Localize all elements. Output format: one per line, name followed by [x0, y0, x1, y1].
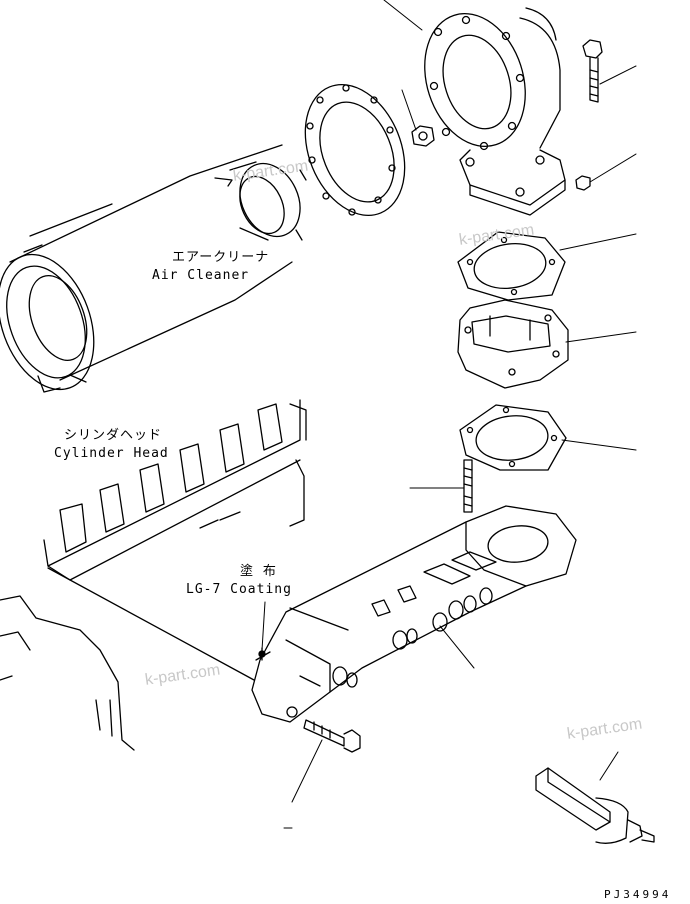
coating-label-en: LG-7 Coating: [186, 582, 292, 597]
flange-nut: [411, 125, 435, 147]
socket-tool: [535, 767, 655, 844]
air-cleaner-label-en: Air Cleaner: [152, 268, 250, 283]
flange-gasket: [304, 83, 406, 217]
coating-mark: [258, 650, 266, 658]
cylinder-head-label-jp: シリンダヘッド: [64, 428, 163, 443]
exhaust-elbow: [424, 7, 566, 216]
small-nut: [575, 175, 591, 191]
exhaust-manifold: [251, 505, 577, 723]
drawing-code: PJ34994: [604, 888, 672, 901]
leader-lines: [261, 0, 637, 829]
coating-label-jp: 塗 布: [240, 564, 277, 579]
lower-gasket: [459, 404, 567, 471]
engine-body: [0, 567, 255, 751]
upper-gasket: [457, 231, 566, 301]
stud-bolt: [463, 459, 473, 513]
manifold-bolt: [303, 719, 361, 753]
air-cleaner-label-jp: エアークリーナ: [172, 250, 270, 265]
spacer-block: [457, 299, 569, 389]
cylinder-head: [43, 399, 307, 581]
air-cleaner: [0, 144, 307, 393]
elbow-bolt: [582, 39, 603, 103]
cylinder-head-label-en: Cylinder Head: [54, 446, 169, 461]
